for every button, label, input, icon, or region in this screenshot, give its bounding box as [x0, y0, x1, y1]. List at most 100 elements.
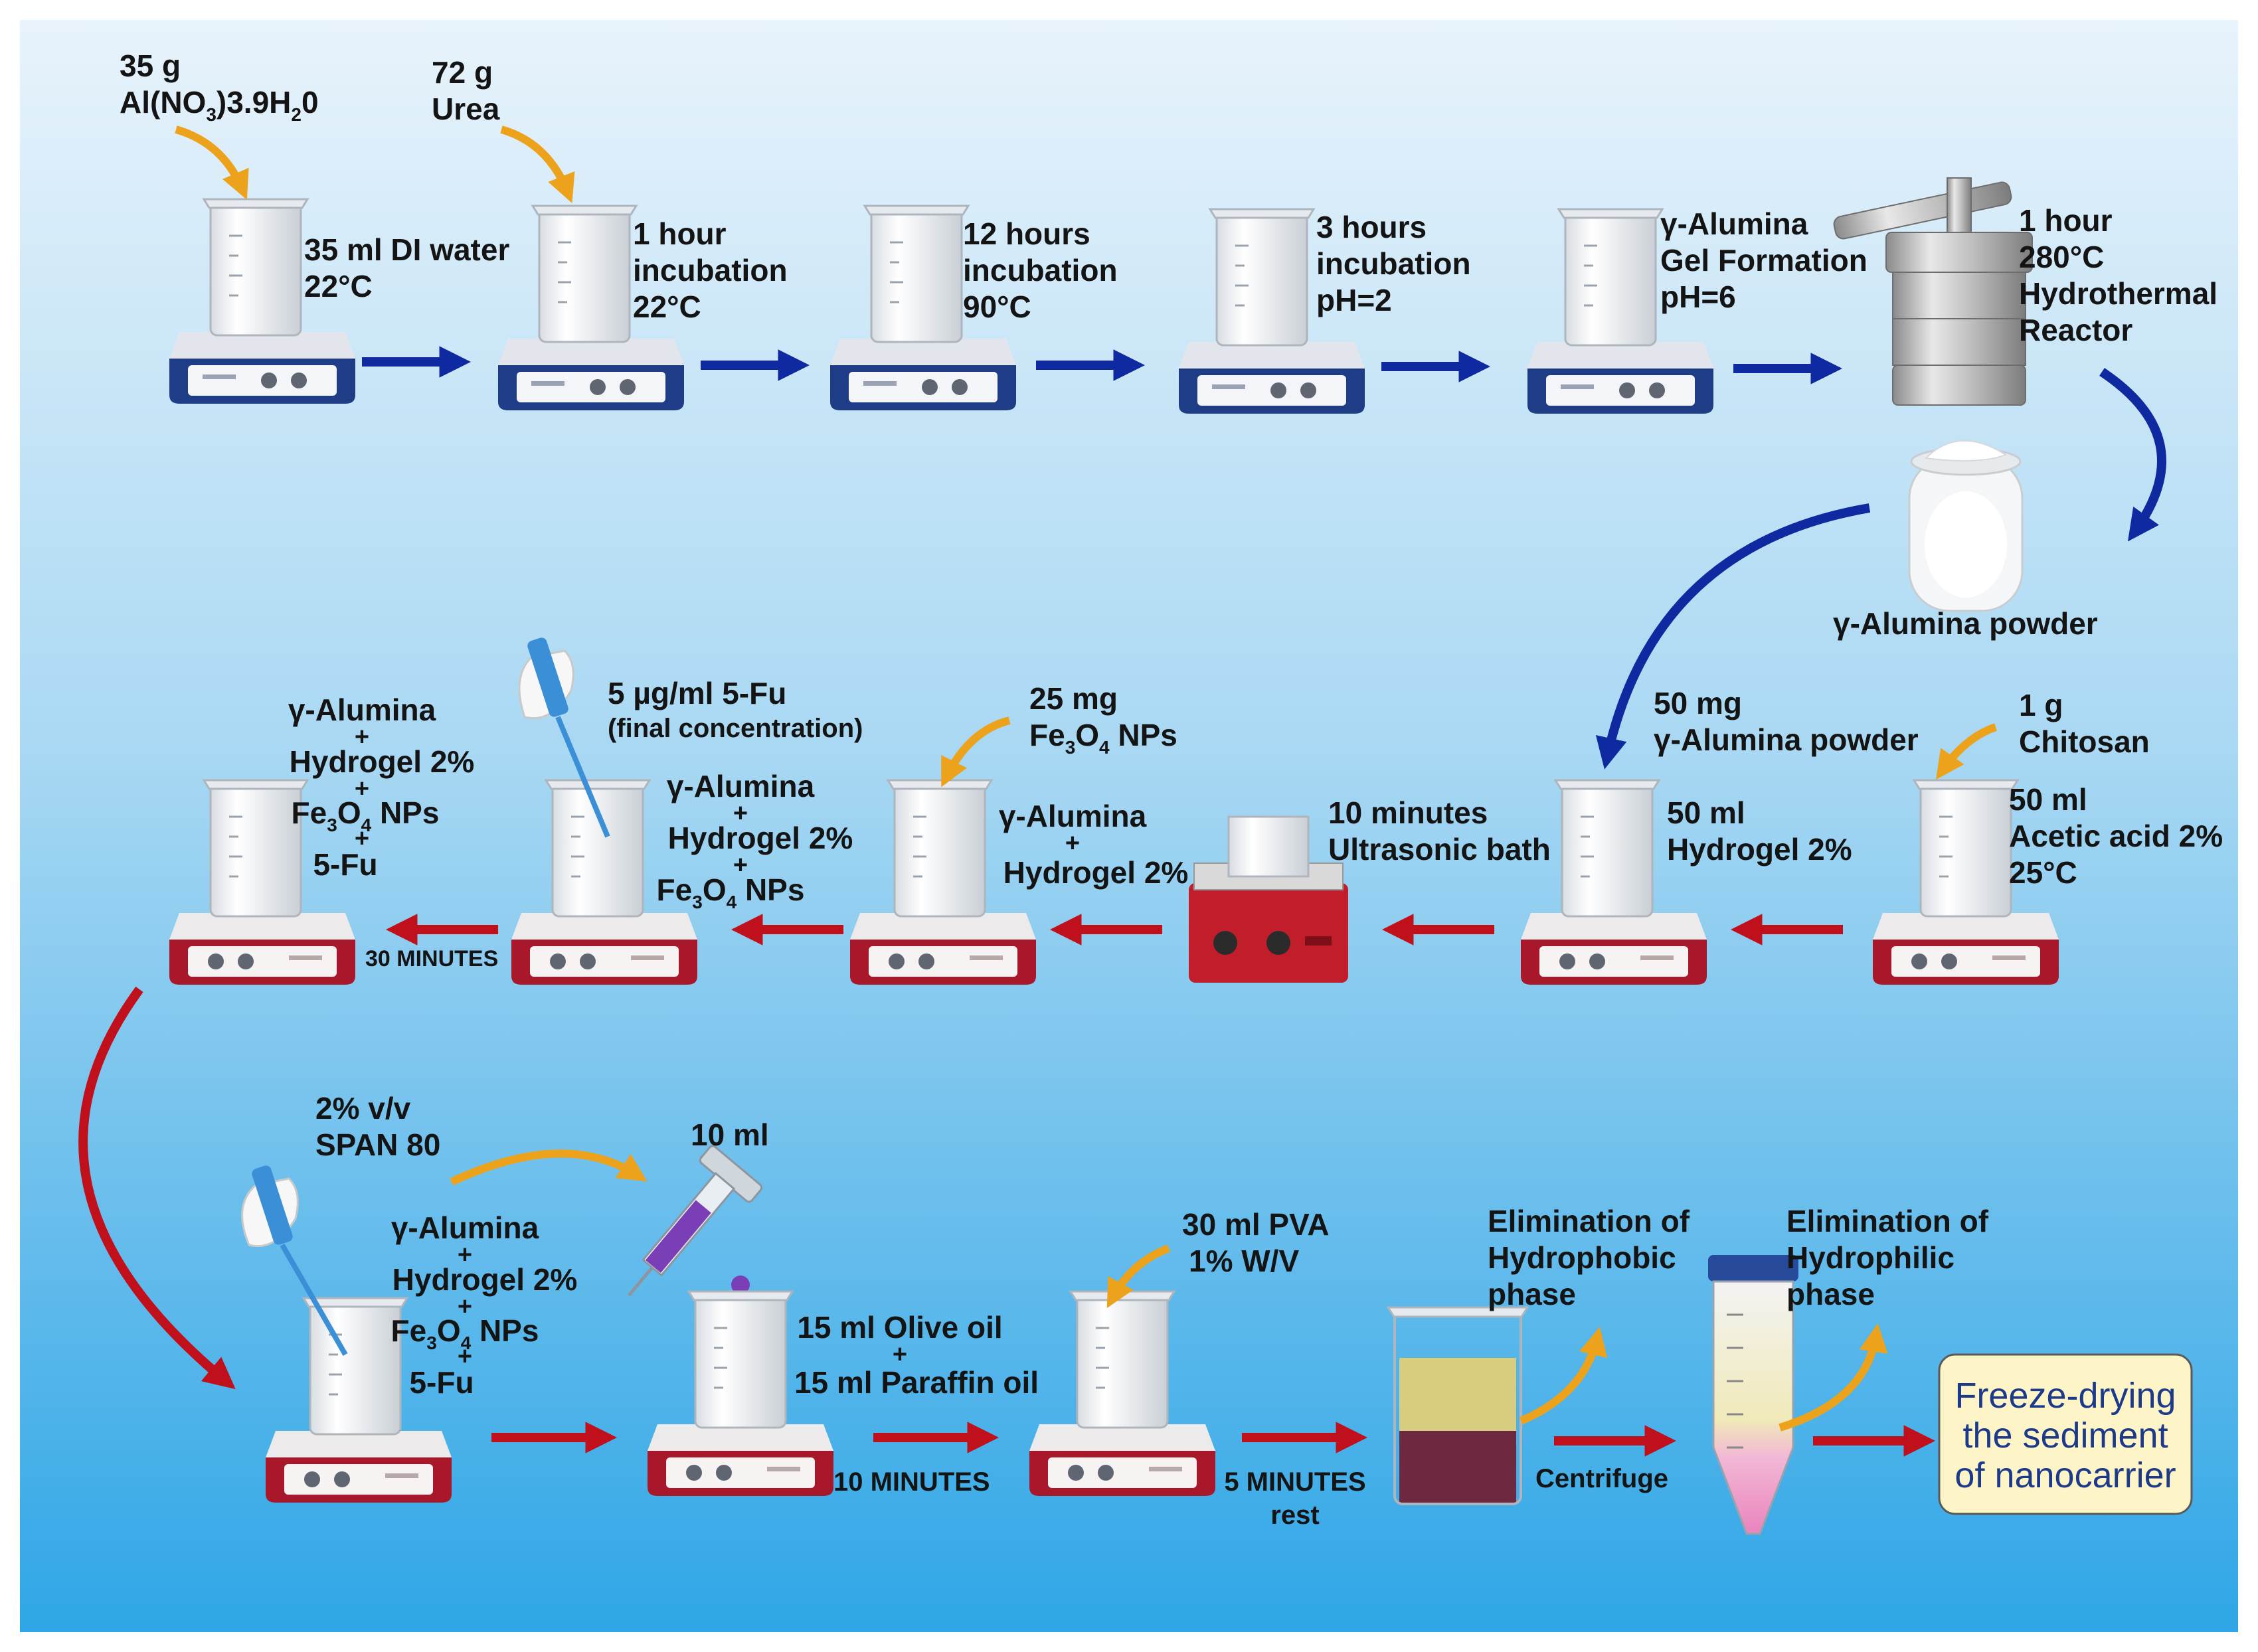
syringe-volume-label: 10 ml	[691, 1117, 769, 1152]
row3-stirrer-oil	[648, 1424, 833, 1496]
pva-time-label: 5 MINUTES rest	[1224, 1467, 1365, 1530]
row2-arrows	[78, 914, 1843, 1390]
svg-text:incubation: incubation	[963, 253, 1118, 288]
svg-text:3 hours: 3 hours	[1316, 210, 1427, 244]
pipette-icon	[518, 637, 610, 838]
svg-text:Acetic acid 2%: Acetic acid 2%	[2009, 819, 2223, 853]
svg-text:50 ml: 50 ml	[2009, 782, 2087, 817]
row3-beaker-pva	[1069, 1290, 1175, 1429]
pipette-icon-row3	[241, 1165, 348, 1356]
pva-addition-label: 30 ml PVA 1% W/V	[1182, 1207, 1330, 1278]
row1-s2-label: 1 hour incubation 22°C	[633, 216, 788, 324]
row1-beaker-1	[203, 198, 309, 337]
oil-label: 15 ml Olive oil + 15 ml Paraffin oil	[794, 1310, 1039, 1400]
row3-arrows	[491, 1422, 1936, 1457]
final-step-label: Freeze-drying the sediment of nanocarrie…	[1954, 1376, 2176, 1495]
svg-text:+: +	[893, 1341, 907, 1368]
svg-text:5 MINUTES: 5 MINUTES	[1224, 1467, 1365, 1497]
svg-text:1 hour: 1 hour	[2019, 203, 2113, 238]
hydrophobic-elimination-label: Elimination of Hydrophobic phase	[1488, 1204, 1690, 1311]
svg-text:35 g: 35 g	[120, 48, 181, 83]
svg-text:+: +	[458, 1343, 472, 1370]
svg-text:Hydrogel 2%: Hydrogel 2%	[392, 1262, 578, 1297]
svg-text:rest: rest	[1270, 1501, 1319, 1530]
row2-stirrer-chitosan	[1873, 913, 2059, 985]
svg-text:Chitosan: Chitosan	[2019, 724, 2150, 759]
svg-text:1% W/V: 1% W/V	[1189, 1244, 1299, 1278]
row2-beaker-hydrogel	[1554, 779, 1660, 918]
svg-text:γ-Alumina: γ-Alumina	[288, 693, 436, 727]
svg-text:Hydrogel 2%: Hydrogel 2%	[1667, 832, 1852, 867]
svg-text:Elimination of: Elimination of	[1786, 1204, 1989, 1238]
row1-stirrer-5	[1527, 342, 1713, 414]
row2-stirrer-mix1	[850, 913, 1036, 985]
svg-text:Hydrophilic: Hydrophilic	[1786, 1240, 1954, 1275]
svg-text:50 ml: 50 ml	[1667, 795, 1745, 830]
svg-text:72 g: 72 g	[432, 55, 493, 90]
row1-beaker-2	[531, 205, 638, 343]
svg-text:Freeze-drying: Freeze-drying	[1954, 1376, 2176, 1416]
final-step-box	[1938, 1353, 2193, 1515]
svg-text:Hydrogel 2%: Hydrogel 2%	[668, 821, 853, 855]
row1-beaker-3	[863, 205, 970, 343]
svg-text:of nanocarrier: of nanocarrier	[1954, 1455, 2176, 1495]
svg-text:Ultrasonic bath: Ultrasonic bath	[1328, 832, 1551, 867]
svg-text:Al(NO3)3.9H20: Al(NO3)3.9H20	[120, 85, 319, 125]
row2-beaker-mix2	[545, 779, 651, 918]
svg-text:5-Fu: 5-Fu	[313, 847, 377, 882]
svg-text:25°C: 25°C	[2009, 855, 2077, 890]
svg-text:Hydrogel 2%: Hydrogel 2%	[290, 744, 475, 779]
svg-text:22°C: 22°C	[633, 289, 701, 324]
oil-time-label: 10 MINUTES	[833, 1467, 990, 1497]
svg-text:5-Fu: 5-Fu	[409, 1365, 474, 1400]
row3-addition-arrows	[450, 1149, 1888, 1432]
svg-text:+: +	[458, 1241, 472, 1269]
row1-s5-label: γ-Alumina Gel Formation pH=6	[1660, 206, 1867, 314]
svg-text:Fe3O4 NPs: Fe3O4 NPs	[391, 1313, 539, 1353]
svg-text:90°C: 90°C	[963, 289, 1031, 324]
row1-s3-label: 12 hours incubation 90°C	[963, 216, 1118, 324]
row3-beaker-mix4	[302, 1297, 408, 1436]
svg-text:+: +	[355, 775, 369, 803]
svg-text:15 ml Paraffin oil: 15 ml Paraffin oil	[794, 1365, 1039, 1400]
svg-text:γ-Alumina: γ-Alumina	[391, 1210, 539, 1245]
svg-text:Gel Formation: Gel Formation	[1660, 243, 1867, 278]
chitosan-label: 50 ml Acetic acid 2% 25°C	[2009, 782, 2223, 890]
svg-text:+: +	[1065, 829, 1080, 857]
svg-text:γ-Alumina: γ-Alumina	[1660, 206, 1808, 241]
svg-text:10 minutes: 10 minutes	[1328, 795, 1488, 830]
svg-text:25 mg: 25 mg	[1029, 681, 1118, 716]
syringe-icon	[627, 1145, 763, 1297]
svg-text:incubation: incubation	[633, 253, 788, 288]
hydrophilic-elimination-label: Elimination of Hydrophilic phase	[1786, 1204, 1989, 1311]
svg-text:SPAN 80: SPAN 80	[315, 1127, 440, 1162]
row2-stirrer-mix3	[169, 913, 355, 985]
row1-stirrer-3	[830, 339, 1016, 410]
hydrothermal-reactor-icon	[1833, 177, 2033, 406]
mix2-addition-label: 5 µg/ml 5-Fu (final concentration)	[608, 676, 863, 743]
row2-beaker-mix1	[887, 779, 993, 918]
svg-text:1 hour: 1 hour	[633, 216, 727, 251]
svg-text:Elimination of: Elimination of	[1488, 1204, 1690, 1238]
svg-text:+: +	[355, 723, 369, 751]
drop-icon	[731, 1276, 750, 1294]
row1-beaker-5	[1557, 208, 1664, 347]
reactor-label: 1 hour 280°C Hydrothermal Reactor	[2019, 203, 2217, 347]
row1-addition-arrows	[175, 125, 575, 204]
powder-jar-icon	[1908, 440, 2024, 612]
svg-text:γ-Alumina: γ-Alumina	[999, 799, 1147, 833]
row1-stirrer-1	[169, 332, 355, 404]
row2-stirrer-mix2	[511, 913, 697, 985]
chitosan-addition-label: 1 g Chitosan	[2019, 688, 2150, 759]
svg-text:15 ml Olive oil: 15 ml Olive oil	[797, 1310, 1002, 1345]
svg-text:γ-Alumina powder: γ-Alumina powder	[1654, 722, 1919, 757]
svg-text:Fe3O4 NPs: Fe3O4 NPs	[657, 872, 805, 912]
mix4-label: γ-Alumina + Hydrogel 2% + Fe3O4 NPs + 5-…	[391, 1210, 578, 1400]
svg-text:+: +	[458, 1293, 472, 1321]
row1-s4-label: 3 hours incubation pH=2	[1316, 210, 1471, 317]
row2-beaker-chitosan	[1913, 779, 2019, 918]
svg-text:Hydrothermal: Hydrothermal	[2019, 276, 2217, 311]
svg-text:22°C: 22°C	[304, 269, 373, 303]
centrifuge-label: Centrifuge	[1535, 1464, 1668, 1493]
